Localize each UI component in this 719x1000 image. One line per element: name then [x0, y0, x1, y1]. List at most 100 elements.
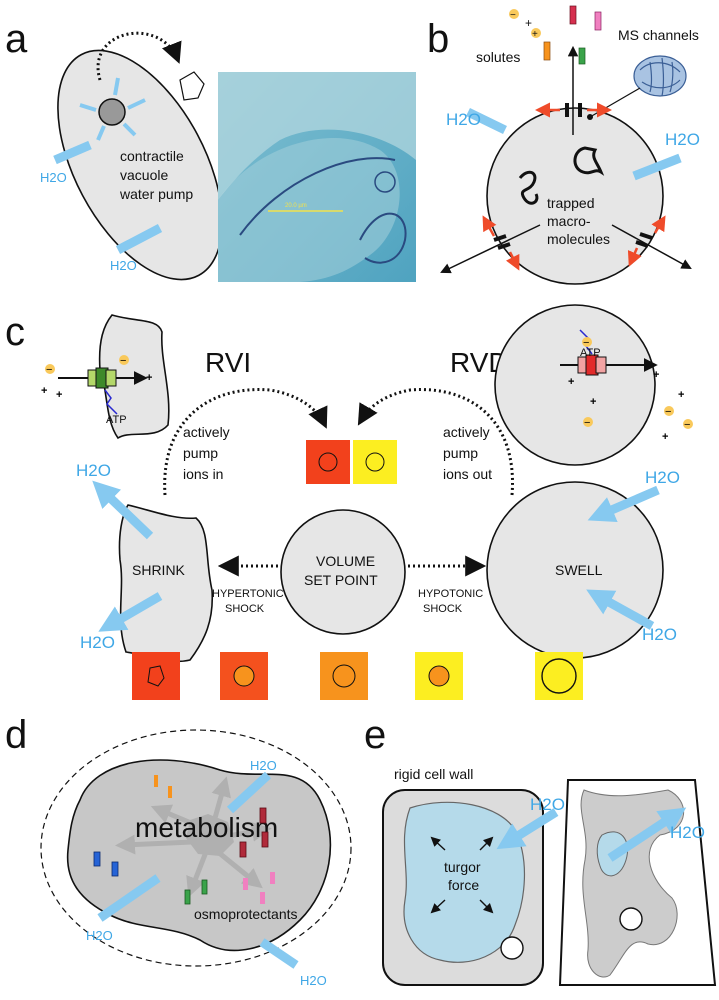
turgor-arrows	[430, 836, 494, 914]
rvi-ion-pump	[58, 367, 148, 415]
water-arrow-b2	[632, 153, 682, 181]
water-label-e1: H2O	[530, 795, 565, 814]
panel-c-letter: c	[5, 310, 25, 354]
metabolism-hub	[115, 776, 272, 898]
panel-c: c RVI RVD ATP − + + − + ATP	[5, 304, 693, 700]
water-label-c-bl: H2O	[80, 633, 115, 652]
panel-d: d metabolism osmoprotectants	[5, 713, 352, 988]
water-label-e2: H2O	[670, 823, 705, 842]
water-label-b2: H2O	[665, 130, 700, 149]
rvi-ions: − + + − +	[41, 355, 152, 401]
water-label-b1: H2O	[446, 110, 481, 129]
ms-channels-label: MS channels	[618, 27, 699, 43]
hypotonic-label-1: HYPOTONIC	[418, 588, 483, 600]
svg-text:+: +	[653, 369, 659, 381]
svg-text:−: −	[510, 10, 516, 21]
solutes-particles: − + +	[509, 5, 602, 65]
rvd-ion-pump	[560, 329, 658, 376]
volume-squares-row	[132, 652, 583, 700]
ms-channel-right	[611, 215, 692, 270]
water-arrow-d1	[226, 771, 272, 814]
water-arrow-c-tr	[587, 485, 660, 523]
macromolecule-2	[573, 146, 605, 176]
svg-text:+: +	[532, 29, 538, 40]
water-arrow-d3	[259, 938, 299, 969]
panel-b-letter: b	[427, 17, 449, 61]
water-label-c-tl: H2O	[76, 461, 111, 480]
vacuole-inflow-arrows	[79, 77, 146, 141]
svg-text:+: +	[41, 385, 47, 397]
rigid-cell-wall-label: rigid cell wall	[394, 766, 473, 782]
water-label-a2: H2O	[110, 258, 137, 273]
vacuole-label-3: water pump	[119, 186, 193, 202]
panel-b: b − + + solutes MS channels	[427, 5, 700, 285]
water-label-c-br: H2O	[642, 625, 677, 644]
swell-label: SWELL	[555, 562, 603, 578]
shrink-label: SHRINK	[132, 562, 186, 578]
rvi-label: RVI	[205, 347, 251, 378]
ms-channel-top	[535, 45, 612, 135]
svg-text:−: −	[583, 337, 589, 349]
turgor-label-1: turgor	[444, 859, 481, 875]
panel-e: e rigid cell wall turgor force H2O H2O	[364, 713, 717, 986]
turgor-label-2: force	[448, 877, 479, 893]
water-label-d1: H2O	[250, 758, 277, 773]
svg-text:pump: pump	[443, 445, 478, 461]
svg-text:actively: actively	[183, 424, 230, 440]
water-arrow-a2	[115, 224, 163, 254]
cell-b	[486, 107, 664, 285]
panel-e-letter: e	[364, 713, 386, 757]
svg-text:+: +	[662, 431, 668, 443]
vacuole-label-2: vacuole	[120, 167, 168, 183]
water-arrow-e2	[607, 807, 687, 862]
svg-text:−: −	[665, 406, 671, 418]
macromolecule-1	[518, 170, 539, 205]
scale-bar-label: 20.0 µm	[285, 203, 307, 209]
ms-channel-left	[440, 215, 541, 274]
atp-label-2: ATP	[580, 347, 601, 359]
svg-text:pump: pump	[183, 445, 218, 461]
water-label-a1: H2O	[40, 170, 67, 185]
water-label-d2: H2O	[86, 928, 113, 943]
vacuole-label-1: contractile	[120, 148, 184, 164]
water-arrow-a1	[53, 140, 92, 165]
hypertonic-label-2: SHOCK	[225, 603, 265, 615]
setpoint-label-1: VOLUME	[316, 553, 375, 569]
water-arrow-d2	[97, 874, 161, 922]
panel-a: a H2O H2O contractile vacuole water pump	[5, 17, 416, 282]
hypertonic-label-1: HYPERTONIC	[212, 588, 284, 600]
trapped-label-2: macro-	[547, 213, 591, 229]
rvd-cell	[494, 304, 656, 466]
solutes-label: solutes	[476, 49, 520, 65]
svg-text:+: +	[525, 16, 532, 30]
rvd-arrow	[357, 388, 514, 496]
expelled-vacuole	[179, 71, 205, 101]
water-arrow-b1	[466, 107, 507, 135]
svg-text:+: +	[590, 396, 596, 408]
water-arrow-c-tl	[92, 480, 154, 540]
atp-label-1: ATP	[106, 414, 127, 426]
svg-text:ions in: ions in	[183, 466, 223, 482]
micrograph: 20.0 µm	[218, 72, 416, 282]
svg-text:actively: actively	[443, 424, 490, 440]
svg-text:+: +	[678, 389, 684, 401]
trapped-label-1: trapped	[547, 195, 594, 211]
water-arrow-c-bl	[98, 592, 163, 632]
panel-d-letter: d	[5, 713, 27, 757]
svg-text:−: −	[120, 355, 126, 367]
original-volume-outline	[40, 729, 352, 967]
ms-channel-protein-icon	[633, 55, 687, 97]
rvi-text: actively pump ions in	[183, 424, 230, 482]
contractile-vacuole	[98, 98, 126, 126]
osmolyte-particles	[93, 775, 275, 905]
nucleus-plasmolysed	[619, 907, 643, 931]
svg-text:−: −	[46, 364, 52, 376]
svg-text:+: +	[56, 389, 62, 401]
setpoint-label-2: SET POINT	[304, 572, 378, 588]
svg-text:ions out: ions out	[443, 466, 492, 482]
panel-a-letter: a	[5, 17, 28, 61]
svg-text:+: +	[146, 372, 152, 384]
circulation-arrow	[96, 31, 182, 81]
water-label-d3: H2O	[300, 973, 327, 988]
